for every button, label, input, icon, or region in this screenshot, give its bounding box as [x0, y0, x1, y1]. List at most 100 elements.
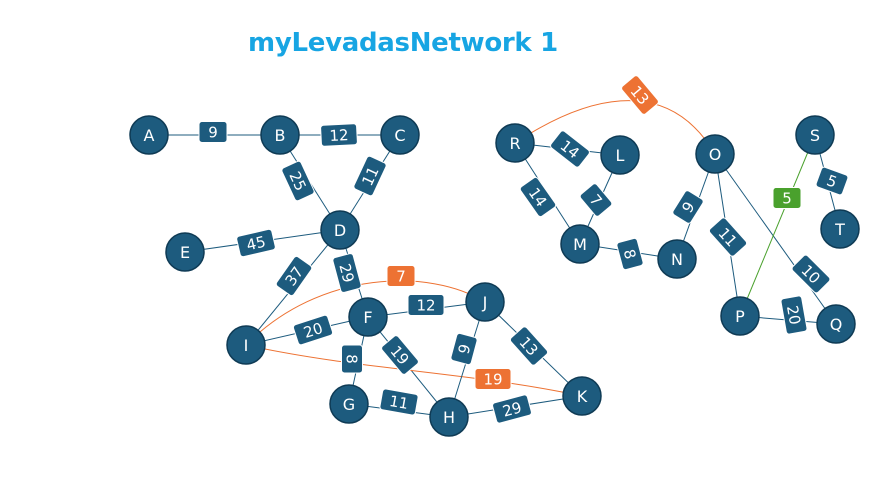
edge-weight-o-n: 9 — [672, 190, 704, 224]
node-label: G — [343, 395, 355, 414]
node-t[interactable]: T — [820, 209, 860, 249]
node-circle[interactable] — [795, 115, 835, 155]
edge-weight-d-f: 29 — [332, 253, 362, 293]
node-e[interactable]: E — [165, 232, 205, 272]
node-circle[interactable] — [720, 296, 760, 336]
node-i[interactable]: I — [226, 325, 266, 365]
edge-weight-text: 45 — [245, 233, 268, 255]
edge-weight-b-c: 12 — [320, 123, 358, 147]
node-circle[interactable] — [562, 376, 602, 416]
edge-weight-r-o: 13 — [621, 75, 659, 115]
edge-weight-box — [509, 326, 549, 366]
node-circle[interactable] — [820, 209, 860, 249]
edge-r-o — [514, 100, 716, 155]
edge-weight-box — [621, 75, 659, 115]
edge-weight-text: 9 — [455, 342, 475, 356]
edge-weight-box — [519, 176, 557, 218]
node-b[interactable]: B — [260, 115, 300, 155]
diagram-title: myLevadasNetwork 1 — [248, 28, 558, 58]
edge-weight-l-m: 7 — [579, 183, 613, 217]
node-label: N — [671, 250, 683, 269]
edge-i-j — [245, 280, 486, 346]
node-label: M — [573, 235, 587, 254]
node-circle[interactable] — [320, 210, 360, 250]
node-circle[interactable] — [695, 134, 735, 174]
edge-weight-text: 29 — [335, 262, 357, 285]
edge-weight-box — [815, 166, 849, 196]
node-label: R — [509, 134, 520, 153]
edge-weight-text: 7 — [396, 268, 406, 286]
edge-weight-box — [381, 335, 419, 375]
node-n[interactable]: N — [657, 239, 697, 279]
node-a[interactable]: A — [129, 115, 169, 155]
edge-weight-h-k: 29 — [492, 394, 532, 424]
edge-weight-i-f: 20 — [292, 314, 334, 346]
node-circle[interactable] — [129, 115, 169, 155]
edge-weight-c-d: 11 — [353, 155, 387, 197]
edge-weight-a-b: 9 — [198, 121, 228, 143]
edge-weight-m-n: 8 — [616, 237, 644, 271]
edge-weight-d-i: 37 — [275, 255, 313, 297]
node-circle[interactable] — [380, 115, 420, 155]
node-r[interactable]: R — [495, 123, 535, 163]
node-circle[interactable] — [429, 397, 469, 437]
node-label: I — [244, 336, 249, 355]
node-circle[interactable] — [560, 224, 600, 264]
node-circle[interactable] — [816, 304, 856, 344]
edge-weight-box — [772, 187, 802, 209]
edge-weight-text: 20 — [783, 304, 804, 326]
node-circle[interactable] — [329, 384, 369, 424]
node-circle[interactable] — [657, 239, 697, 279]
node-label: E — [180, 243, 190, 262]
edge-weight-box — [616, 237, 644, 271]
edge-weight-o-p: 11 — [708, 217, 748, 257]
edge-weight-p-q: 20 — [780, 295, 808, 335]
node-label: K — [577, 387, 588, 406]
node-f[interactable]: F — [348, 297, 388, 337]
edge-weight-f-g: 8 — [341, 344, 363, 374]
node-circle[interactable] — [348, 297, 388, 337]
node-l[interactable]: L — [600, 135, 640, 175]
edge-weight-box — [780, 295, 808, 335]
node-s[interactable]: S — [795, 115, 835, 155]
edge-weight-e-d: 45 — [236, 228, 276, 258]
node-label: T — [834, 220, 845, 239]
edge-weight-box — [379, 388, 419, 416]
edge-weight-f-h: 19 — [381, 335, 419, 375]
node-label: S — [810, 126, 820, 145]
node-m[interactable]: M — [560, 224, 600, 264]
node-j[interactable]: J — [465, 282, 505, 322]
node-label: A — [144, 126, 155, 145]
edge-weight-box — [332, 253, 362, 293]
node-o[interactable]: O — [695, 134, 735, 174]
node-c[interactable]: C — [380, 115, 420, 155]
node-circle[interactable] — [260, 115, 300, 155]
edge-weight-text: 12 — [416, 297, 435, 315]
edge-weight-box — [353, 155, 387, 197]
node-circle[interactable] — [465, 282, 505, 322]
node-h[interactable]: H — [429, 397, 469, 437]
edge-weight-box — [579, 183, 613, 217]
node-circle[interactable] — [600, 135, 640, 175]
node-circle[interactable] — [495, 123, 535, 163]
node-p[interactable]: P — [720, 296, 760, 336]
edge-weight-text: 12 — [329, 126, 349, 145]
node-circle[interactable] — [226, 325, 266, 365]
edge-weight-text: 19 — [483, 371, 502, 389]
node-label: F — [363, 308, 372, 327]
node-label: J — [482, 293, 488, 312]
edge-weight-box — [341, 344, 363, 374]
edge-weight-box — [407, 294, 445, 316]
edge-s-p — [739, 134, 816, 317]
node-d[interactable]: D — [320, 210, 360, 250]
node-k[interactable]: K — [562, 376, 602, 416]
edge-weight-box — [281, 160, 315, 202]
edge-weight-o-q: 10 — [791, 254, 831, 294]
node-g[interactable]: G — [329, 384, 369, 424]
node-label: O — [709, 145, 722, 164]
edge-weight-box — [474, 368, 512, 390]
node-q[interactable]: Q — [816, 304, 856, 344]
node-circle[interactable] — [165, 232, 205, 272]
edge-weight-box — [450, 332, 478, 366]
